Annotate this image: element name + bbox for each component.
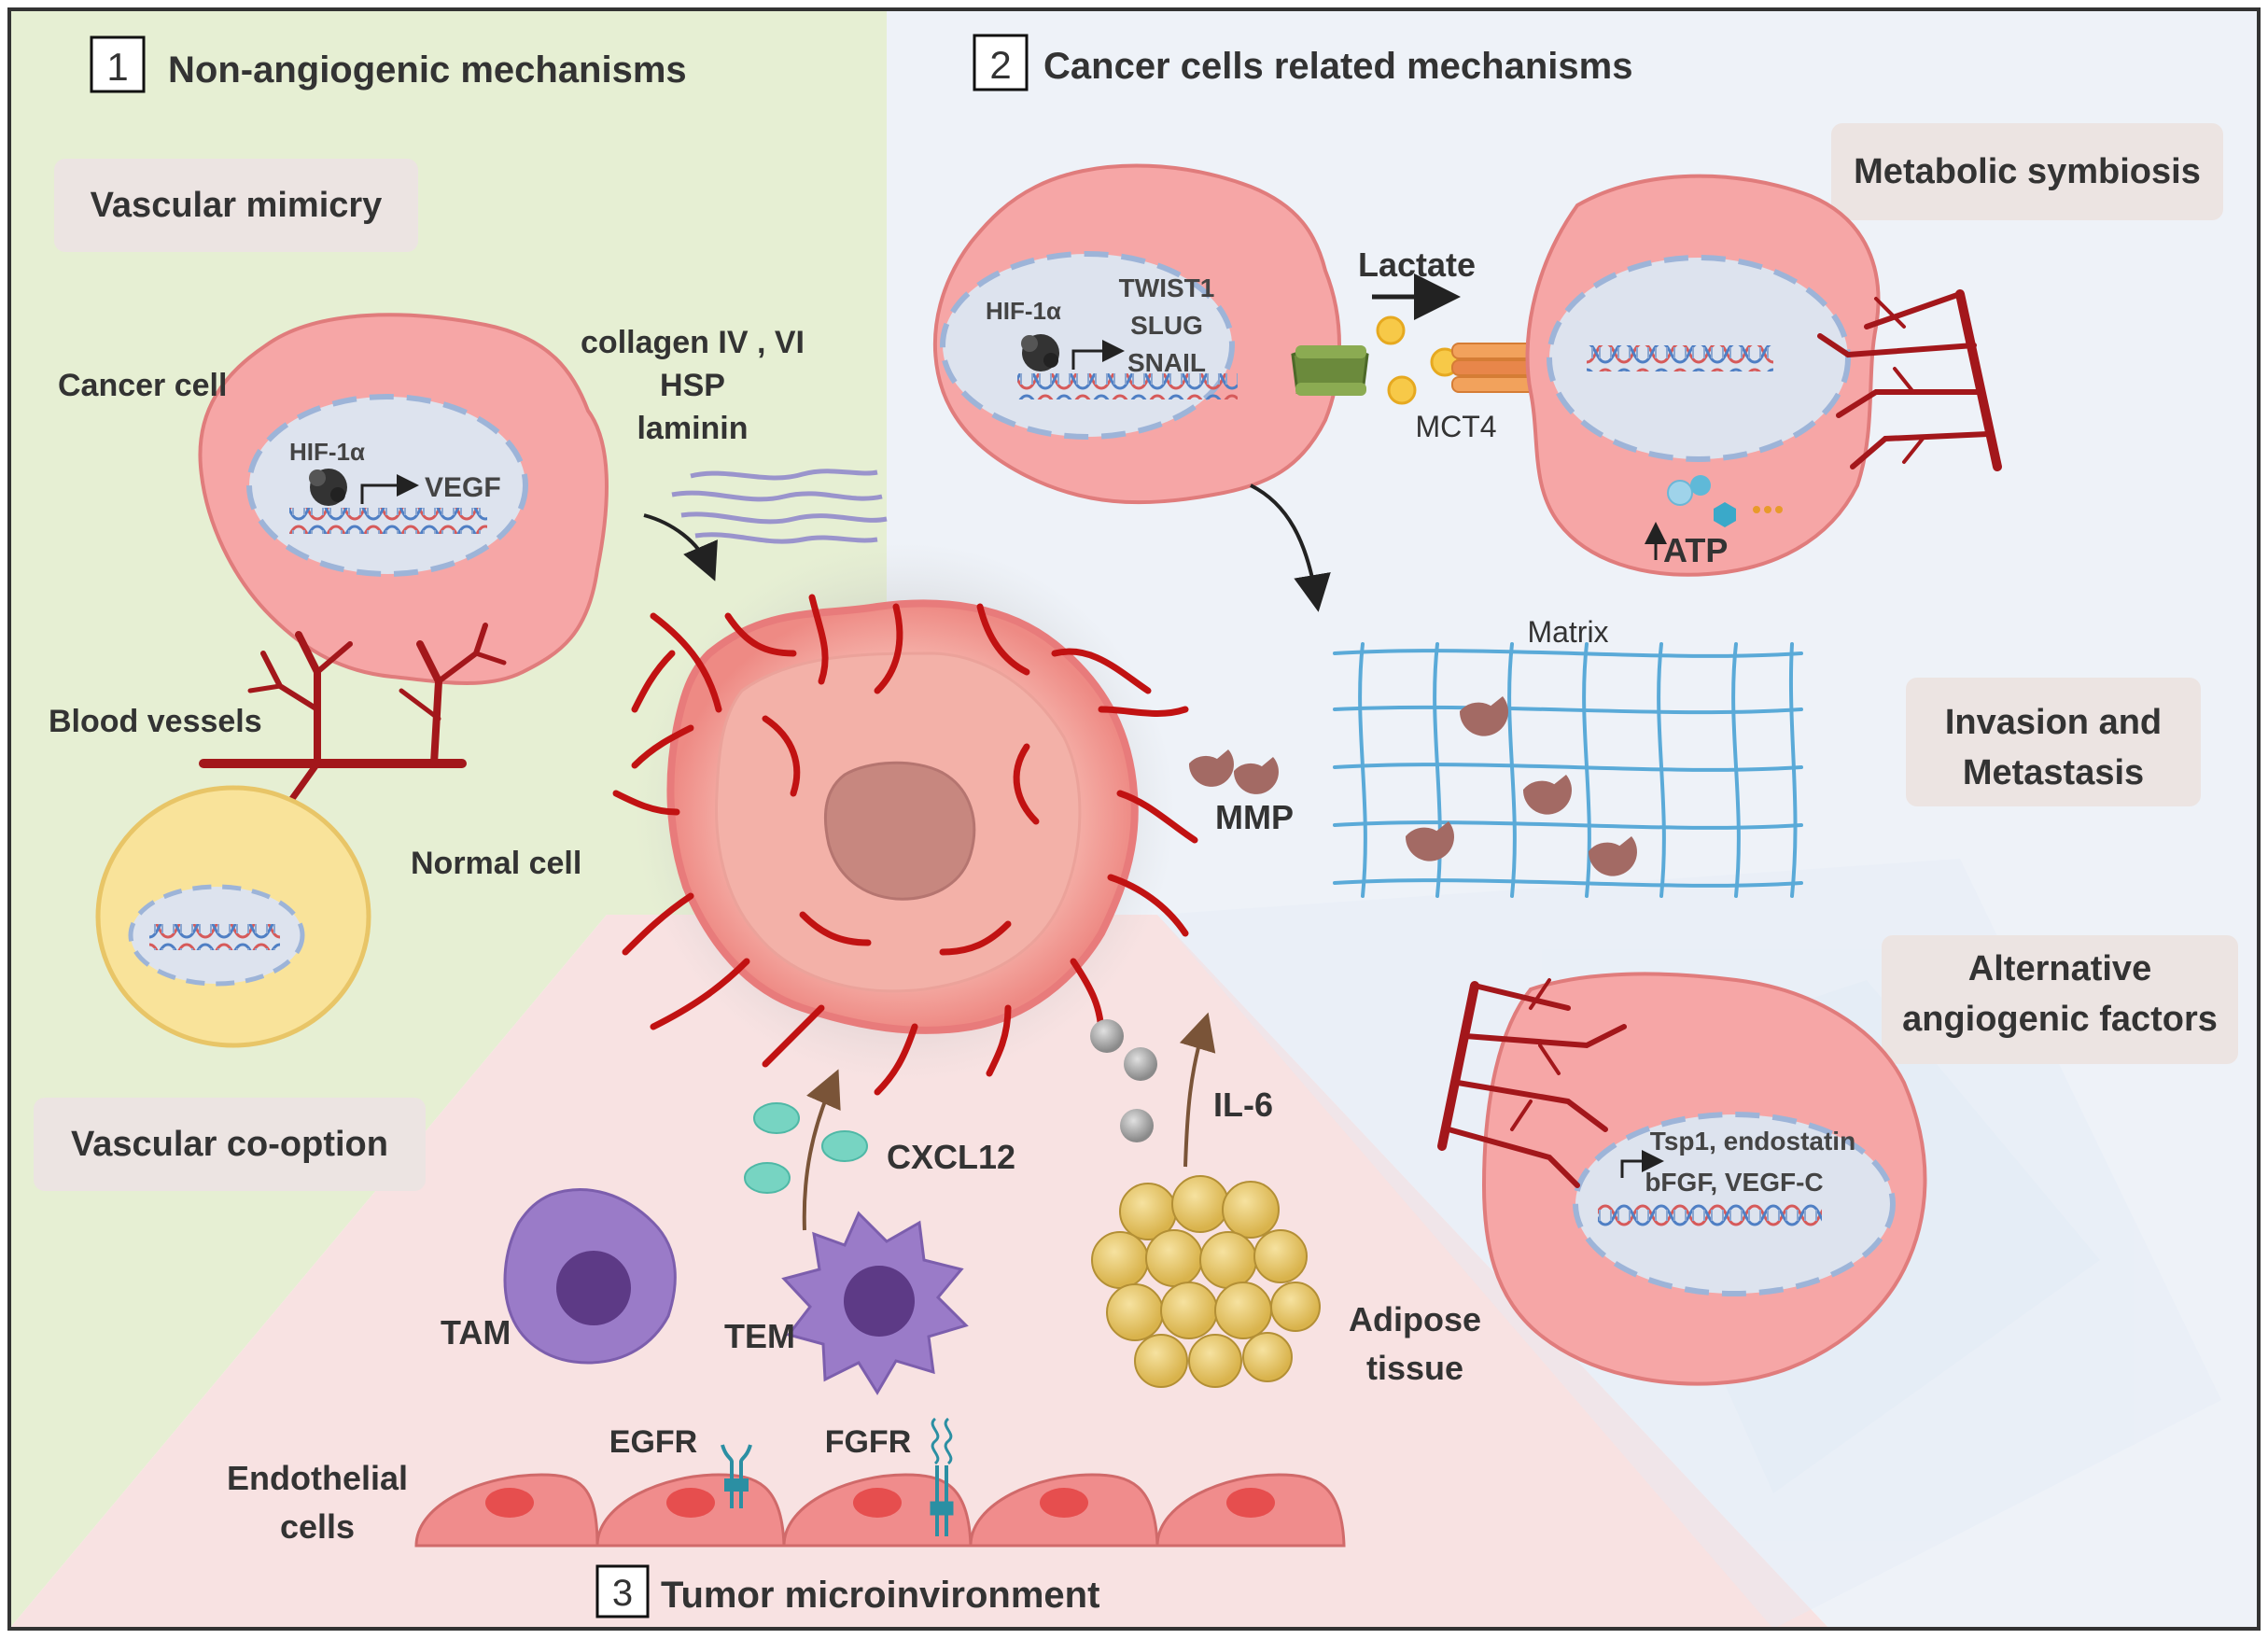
- hif-label-emt: HIF-1α: [986, 297, 1061, 325]
- snail-label: SNAIL: [1127, 348, 1206, 377]
- slug-label: SLUG: [1130, 311, 1203, 340]
- atp-label: ATP: [1663, 531, 1728, 569]
- dna-emt: [1017, 373, 1238, 399]
- invasion-label-line2: Metastasis: [1963, 753, 2144, 792]
- invasion-arrow: [1250, 483, 1331, 612]
- egfr-receptor-icon: [721, 1444, 752, 1508]
- tumor-core: [823, 761, 976, 901]
- collagen-label: collagen IV , VI: [581, 325, 805, 360]
- hif1a-complex-icon: [309, 469, 347, 506]
- section-2-number: 2: [989, 43, 1011, 87]
- vascular-cooption-box: Vascular co-option: [34, 1098, 426, 1191]
- cancer-cell-metabolic: [1525, 174, 1881, 577]
- section-2-title: Cancer cells related mechanisms: [1043, 46, 1632, 87]
- extracellular-matrix-grid: [1333, 642, 1803, 898]
- invasion-metastasis-box: Invasion and Metastasis: [1906, 678, 2201, 806]
- section-2-header: 2 Cancer cells related mechanisms: [973, 34, 1632, 91]
- bfgf-label: bFGF, VEGF-C: [1645, 1168, 1823, 1197]
- adipose-label-line2: tissue: [1366, 1349, 1463, 1387]
- dna-normal: [149, 924, 280, 950]
- section-1-number: 1: [106, 45, 128, 89]
- normal-cell: [95, 785, 371, 1048]
- section-3-number-box: [595, 1564, 650, 1618]
- tam-macrophage: [503, 1188, 677, 1365]
- atp-molecules-icon: [1667, 475, 1783, 527]
- tem-label: TEM: [724, 1317, 795, 1355]
- invasion-label-line1: Invasion and: [1945, 703, 2162, 742]
- vascular-mimicry-label: Vascular mimicry: [91, 186, 383, 225]
- tsp1-label: Tsp1, endostatin: [1650, 1127, 1855, 1156]
- hsp-label: HSP: [660, 368, 725, 403]
- central-tumor: [635, 541, 1176, 1083]
- hif-label-mimicry: HIF-1α: [289, 438, 365, 466]
- alt-label-line2: angiogenic factors: [1902, 1000, 2218, 1039]
- vegf-label: VEGF: [425, 472, 501, 503]
- fgfr-receptor-icon: [930, 1417, 954, 1536]
- transporter-channel-icon: [1291, 345, 1369, 396]
- laminin-label: laminin: [637, 411, 748, 446]
- section-1-header: 1 Non-angiogenic mechanisms: [90, 35, 687, 93]
- endothelial-cells: [414, 1473, 1346, 1548]
- cancer-cell-alternative: [1481, 972, 1927, 1386]
- dna-alternative: [1598, 1204, 1822, 1230]
- mmp-label: MMP: [1215, 798, 1294, 836]
- alt-label-line1: Alternative: [1968, 949, 2151, 988]
- cancer-cell-emt: [932, 163, 1341, 505]
- adipose-label-line1: Adipose: [1349, 1300, 1481, 1338]
- il6-molecules: [1090, 1019, 1157, 1142]
- metabolic-symbiosis-box: Metabolic symbiosis: [1831, 123, 2223, 220]
- il6-arrow: [1179, 1012, 1216, 1168]
- twist1-label: TWIST1: [1119, 273, 1215, 302]
- alternative-cell-vessels: [1437, 978, 1627, 1188]
- figure-border: [7, 7, 2261, 1631]
- mct4-label: MCT4: [1415, 410, 1496, 443]
- transcription-arrow-icon: [360, 474, 419, 504]
- section-3-number: 3: [612, 1573, 633, 1614]
- mmp-enzymes-icon: [1188, 696, 1637, 876]
- ecm-fibers-icon: [671, 469, 888, 544]
- cxcl12-molecules: [744, 1102, 868, 1194]
- endothelial-label-line1: Endothelial: [227, 1459, 408, 1497]
- metabolic-symbiosis-label: Metabolic symbiosis: [1854, 152, 2201, 191]
- alternative-angiogenic-box: Alternative angiogenic factors: [1882, 935, 2238, 1064]
- tumor-blood-vessels: [612, 594, 1198, 1096]
- adipose-tissue: [1091, 1175, 1321, 1388]
- dna-metabolic: [1587, 345, 1773, 371]
- matrix-label: Matrix: [1527, 615, 1608, 649]
- egfr-label: EGFR: [609, 1424, 697, 1460]
- tem-macrophage: [781, 1211, 969, 1395]
- transcription-arrow-alt-icon: [1620, 1150, 1664, 1178]
- cancer-cell-label: Cancer cell: [58, 368, 227, 403]
- section-2-number-box: [973, 34, 1029, 91]
- lactate-molecules: [1376, 315, 1460, 405]
- cxcl12-arrow: [802, 1069, 841, 1231]
- normal-cell-label: Normal cell: [411, 846, 581, 881]
- vascular-mimicry-box: Vascular mimicry: [54, 159, 418, 252]
- section-3-title: Tumor microinvironment: [661, 1575, 1099, 1616]
- fgfr-label: FGFR: [825, 1424, 912, 1460]
- lactate-label: Lactate: [1358, 245, 1476, 284]
- section-1-number-box: [90, 35, 146, 93]
- section-3-header: 3 Tumor microinvironment: [595, 1564, 1099, 1618]
- vascular-cooption-label: Vascular co-option: [71, 1125, 388, 1164]
- ecm-arrow: [643, 513, 718, 581]
- blood-vessels-label: Blood vessels: [49, 704, 262, 739]
- transcription-arrow-emt-icon: [1071, 340, 1125, 370]
- il6-label: IL-6: [1213, 1086, 1273, 1124]
- endothelial-label-line2: cells: [280, 1507, 355, 1546]
- hif1a-complex-emt-icon: [1021, 334, 1059, 371]
- cxcl12-label: CXCL12: [887, 1138, 1015, 1176]
- section-1-title: Non-angiogenic mechanisms: [168, 49, 687, 91]
- tam-label: TAM: [441, 1313, 511, 1352]
- dna-mimicry: [289, 508, 487, 534]
- mct4-transporter-icon: [1451, 343, 1537, 393]
- metabolic-cell-vessels: [1817, 289, 2002, 471]
